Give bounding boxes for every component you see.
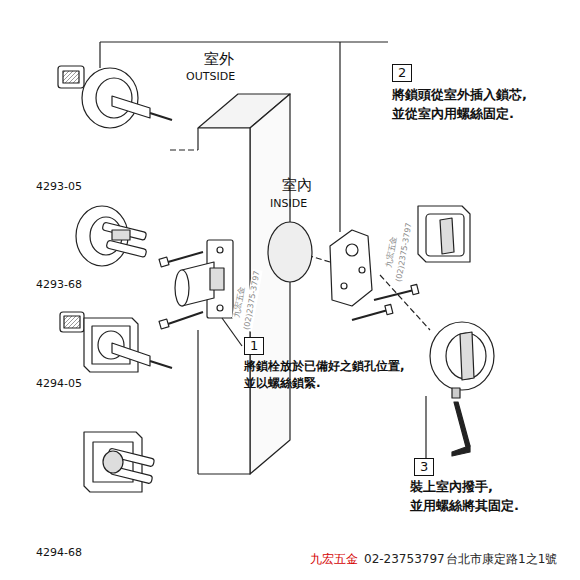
side-label: OUTSIDE	[186, 70, 235, 83]
model-number: 4294-05	[36, 377, 82, 390]
callout-number: 1	[250, 338, 258, 354]
shop-name: 九宏五金	[310, 552, 358, 566]
side-label: 室外	[204, 50, 234, 68]
callout-number: 3	[420, 459, 428, 475]
instruction-note: 裝上室內撥手, 並用螺絲將其固定.	[410, 478, 540, 516]
model-number: 4294-68	[36, 546, 82, 559]
instruction-note: 將鎖栓放於已備好之鎖孔位置, 並以螺絲鎖緊.	[244, 358, 430, 393]
callout-number: 2	[398, 65, 406, 81]
callout-box: 3	[414, 458, 434, 476]
callout-box: 2	[392, 64, 412, 82]
instruction-note: 將鎖頭從室外插入鎖芯, 並從室內用螺絲固定.	[392, 86, 564, 124]
watermark: (02)2375-3797	[394, 221, 414, 284]
callout-box: 1	[244, 337, 264, 355]
shop-address: 台北市康定路1之1號	[446, 552, 557, 566]
side-label: INSIDE	[270, 197, 307, 210]
model-number: 4293-68	[36, 278, 82, 291]
shop-phone: 02-23753797	[364, 552, 445, 566]
side-label: 室內	[282, 176, 312, 194]
model-number: 4293-05	[36, 180, 82, 193]
